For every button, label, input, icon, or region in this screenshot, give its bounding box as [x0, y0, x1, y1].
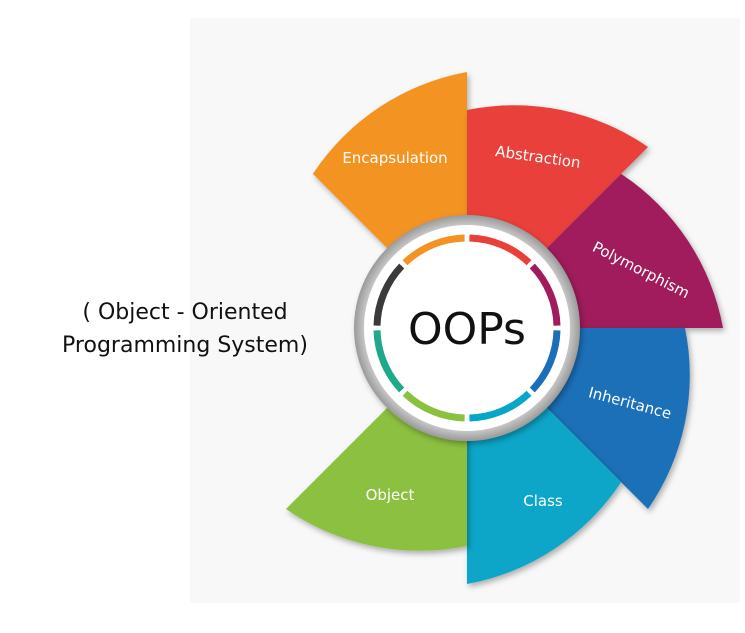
subtitle-line-2: Programming System): [62, 333, 308, 358]
ring-segment: [469, 234, 532, 266]
color-ring: [373, 234, 561, 422]
ring-segment: [402, 390, 465, 422]
center-title: OOPs: [408, 304, 526, 355]
ring-segment: [373, 330, 405, 393]
ring-segment: [529, 263, 561, 326]
label-class: Class: [523, 492, 563, 510]
subtitle: ( Object - Oriented Programming System): [30, 296, 340, 362]
center-circle: [364, 225, 570, 431]
ring-segment: [469, 390, 532, 422]
subtitle-line-1: ( Object - Oriented: [82, 300, 288, 325]
label-encapsulation: Encapsulation: [342, 149, 447, 167]
ring-segment: [402, 234, 465, 266]
label-object: Object: [366, 486, 415, 504]
ring-segment: [373, 263, 405, 326]
ring-segment: [529, 330, 561, 393]
